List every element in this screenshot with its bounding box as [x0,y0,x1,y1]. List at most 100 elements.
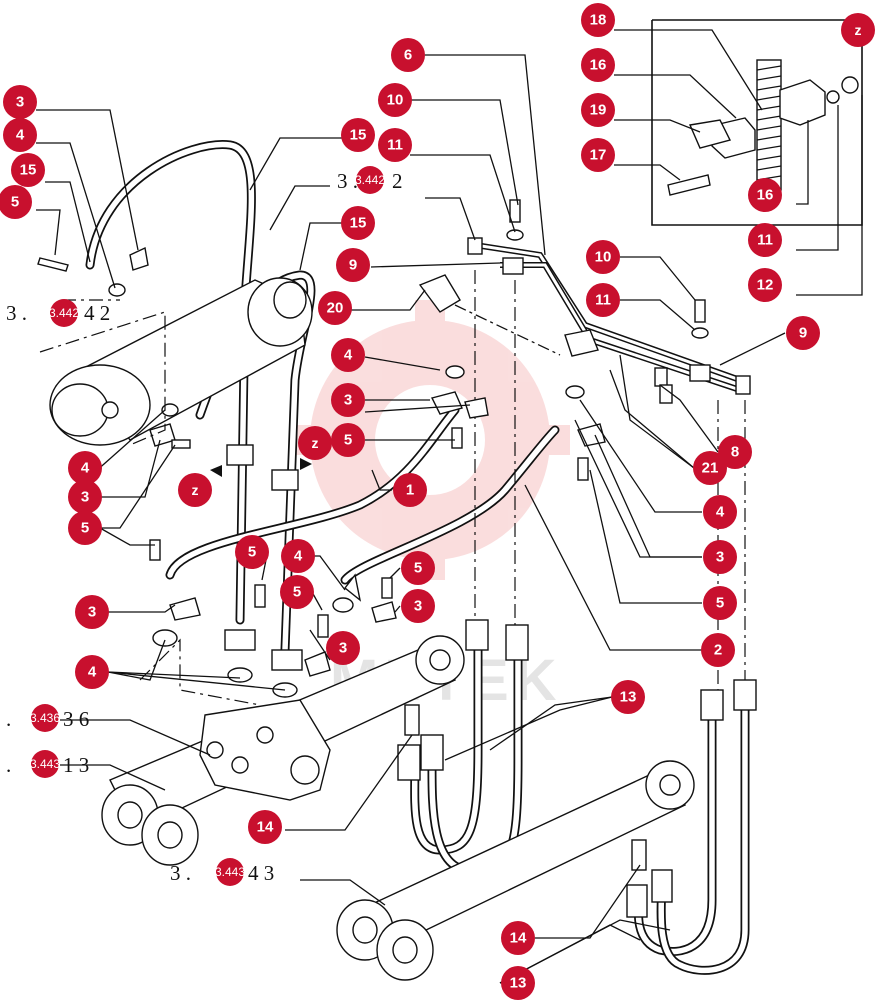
bolt-8-a [654,367,668,387]
svg-text:11: 11 [595,292,611,309]
callout-3-a: 3 [3,85,37,119]
svg-text:3: 3 [81,489,89,506]
ref-3442-2: 3 . 3.442 2 [337,166,403,194]
fitting-d [733,679,757,711]
pipe-assembly [467,237,751,395]
svg-text:11: 11 [757,232,773,249]
svg-text:5: 5 [293,584,301,601]
z-marker-left: z [178,473,212,507]
callout-11-a: 11 [378,128,412,162]
callout-16-a: 16 [581,48,615,82]
pressure-sensor [418,274,461,313]
valve-block [199,699,331,801]
callout-15-b: 15 [341,118,375,152]
svg-text:3: 3 [16,94,24,111]
callout-5-c: 5 [331,423,365,457]
callout-18: 18 [581,3,615,37]
svg-text:8: 8 [731,444,739,461]
callout-6: 6 [391,38,425,72]
svg-text:9: 9 [349,257,357,274]
svg-text:4: 4 [88,664,97,681]
ref-prefix: 3 . [6,301,27,325]
fitting-a [465,619,489,651]
callout-15-c: 15 [341,206,375,240]
svg-text:5: 5 [81,520,89,537]
callout-5-b: 5 [68,511,102,545]
z-marker-top-right: z [841,13,875,47]
svg-text:6: 6 [404,47,412,64]
fitting-f [420,734,444,771]
svg-text:11: 11 [387,137,403,154]
ref-suffix: 4 3 [248,861,274,885]
ref-code: 3.442 [355,173,385,187]
svg-text:19: 19 [590,102,607,119]
svg-text:3: 3 [344,392,352,409]
pipe-bracket [564,329,599,357]
svg-text:5: 5 [11,194,19,211]
bolt-10-upper [509,199,521,223]
lift-cylinder-right [336,760,695,981]
callout-5-g: 5 [703,586,737,620]
callout-5-f: 5 [280,575,314,609]
clip-3-b [464,397,489,419]
callout-10-b: 10 [586,240,620,274]
svg-text:10: 10 [387,92,404,109]
clip-3-top [129,246,149,271]
oring-4-right [565,385,585,399]
oring-4-valve-a [227,667,253,683]
callout-1: 1 [393,473,427,507]
callout-16-b: 16 [748,178,782,212]
ref-code: 3.443 [30,757,60,771]
bolt-5-mid [381,577,393,599]
svg-text:3: 3 [716,549,724,566]
callout-14-a: 14 [248,810,282,844]
detail-clamp-upper [779,79,826,126]
bolt-10-right [694,299,706,323]
bolt-5-right [577,457,589,481]
callout-13-a: 13 [611,680,645,714]
svg-text:18: 18 [590,12,607,29]
ref-suffix: 4 2 [84,301,110,325]
callout-9-b: 9 [786,316,820,350]
svg-text:5: 5 [248,544,256,561]
svg-text:4: 4 [716,504,725,521]
callout-5-d: 5 [235,535,269,569]
svg-text:4: 4 [81,460,90,477]
detail-bolt [667,174,711,196]
oring-4-mid [332,597,354,613]
fitting-c [700,689,724,721]
callout-19: 19 [581,93,615,127]
callout-3-b: 3 [68,480,102,514]
pipe-clamp-left [502,257,524,275]
ref-code: 3.443 [215,865,245,879]
callout-17: 17 [581,138,615,172]
fitting-14-left [404,704,420,736]
ref-code: 3.442 [49,306,79,320]
callout-3-c: 3 [75,595,109,629]
callout-4-f: 4 [703,495,737,529]
svg-text:12: 12 [757,277,774,294]
clip-4-mid [344,573,362,602]
callout-4-a: 4 [3,118,37,152]
svg-text:14: 14 [257,819,274,836]
svg-text:5: 5 [414,560,422,577]
bolt-5-left [171,439,191,449]
callout-20: 20 [318,291,352,325]
callout-4-b: 4 [68,451,102,485]
svg-text:21: 21 [702,460,719,477]
oring-4-lower-left [152,629,178,647]
svg-text:3: 3 [339,640,347,657]
svg-text:3: 3 [88,604,96,621]
hose-assembly [85,140,560,655]
hose-clamps [224,444,303,671]
svg-text:5: 5 [344,432,352,449]
callout-2: 2 [701,633,735,667]
callout-4-d: 4 [331,338,365,372]
callout-11-b: 11 [586,283,620,317]
detail-plate [689,119,732,149]
fitting-g [626,884,648,918]
svg-text:3: 3 [414,598,422,615]
callout-4-c: 4 [75,655,109,689]
callout-5-e: 5 [401,551,435,585]
